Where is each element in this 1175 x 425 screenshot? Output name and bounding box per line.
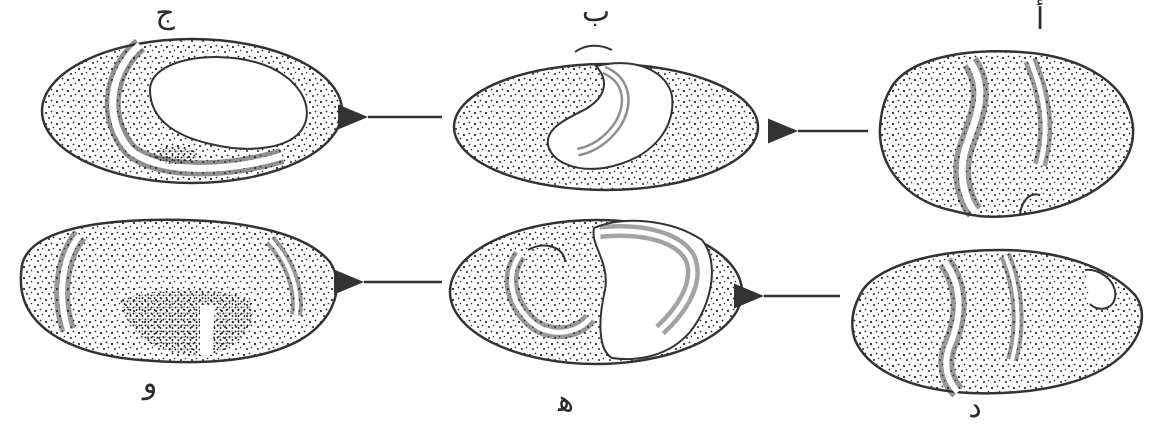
panel-f-fruit (21, 220, 337, 362)
label-panel-e: ﻫ (558, 387, 574, 417)
label-panel-b: ب (582, 0, 610, 27)
panel-e-fruit (450, 220, 742, 364)
panel-c-fruit (42, 39, 342, 183)
label-panel-d: د (968, 393, 981, 423)
panel-a-fruit (880, 51, 1133, 216)
panel-d-fruit (852, 250, 1142, 393)
label-panel-f: و (143, 369, 158, 399)
panel-b-fruit (454, 46, 758, 190)
label-panel-a: أ (1036, 5, 1044, 35)
label-panel-c: ج (155, 0, 174, 29)
